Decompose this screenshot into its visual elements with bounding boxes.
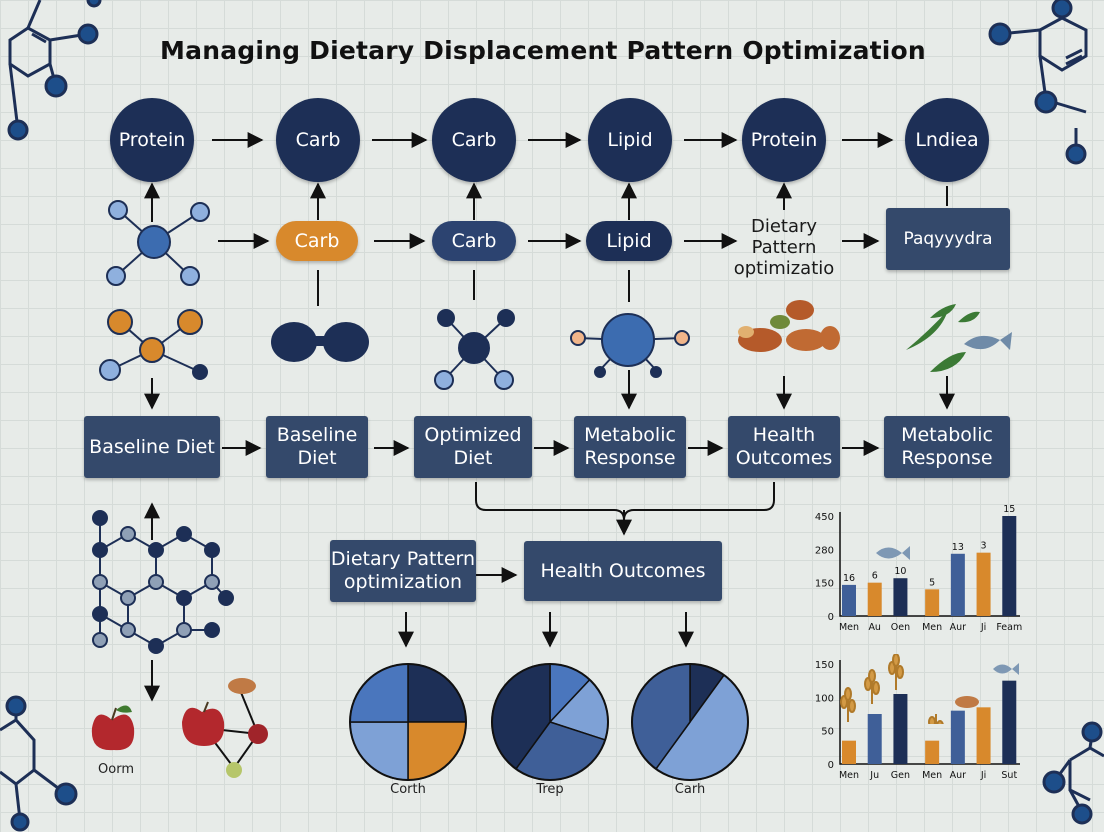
y-tick-label: 450: [815, 512, 834, 523]
pie-caption-1: Corth: [390, 782, 426, 797]
label-dietary-pattern-optimization: Dietary Pattern optimizatio: [733, 216, 835, 279]
x-tick-label: Ji: [980, 622, 986, 633]
y-tick-label: 150: [815, 660, 834, 671]
molecule-star-icon: [106, 200, 210, 286]
x-tick-label: Men: [922, 770, 942, 781]
bar-data-label: 13: [952, 542, 964, 553]
x-tick-label: Sut: [1001, 770, 1017, 781]
x-tick-label: Oen: [891, 622, 910, 633]
bar: [842, 584, 856, 616]
box-baseline-diet-1: Baseline Diet: [84, 416, 220, 478]
bar-data-label: 5: [929, 577, 935, 588]
box-health-outcomes: Health Outcomes: [728, 416, 840, 478]
bar: [893, 694, 908, 764]
box-dietary-pattern-optimization: Dietary Pattern optimization: [330, 540, 476, 602]
fish-icon-2: [993, 663, 1019, 675]
molecule-corner-top-right-icon: [988, 0, 1088, 165]
pie-outline: [491, 663, 609, 781]
box-metabolic-response-2: Metabolic Response: [884, 416, 1010, 478]
row3-arrows: [222, 440, 880, 583]
vertical-arrows: [144, 182, 955, 702]
pie-caption-2: Trep: [536, 782, 564, 797]
y-tick-label: 150: [815, 579, 834, 590]
bar: [867, 714, 882, 764]
food-network-icon: [182, 678, 268, 778]
pill-carb-orange: Carb: [276, 221, 358, 261]
molecule-orange-icon: [99, 309, 208, 381]
bar-data-label: 15: [1003, 504, 1015, 515]
y-tick-label: 0: [828, 760, 834, 771]
y-tick-label: 0: [828, 612, 834, 623]
molecule-cross-icon: [434, 309, 515, 390]
x-tick-label: Ju: [869, 770, 879, 781]
x-tick-label: Aur: [950, 622, 967, 633]
bar: [842, 740, 856, 764]
food-bits-icon: [955, 696, 979, 708]
box-baseline-diet-2: Baseline Diet: [266, 416, 368, 478]
x-tick-label: Feam: [996, 622, 1022, 633]
bar: [925, 740, 940, 764]
fish-icon: [876, 546, 910, 560]
wheat-icons: [840, 654, 944, 724]
bar: [867, 582, 882, 616]
bar-data-label: 10: [894, 566, 906, 577]
bar: [925, 589, 940, 616]
node-carb-2: Carb: [432, 98, 516, 182]
node-lipid: Lipid: [588, 98, 672, 182]
y-tick-label: 100: [815, 693, 834, 704]
box-optimized-diet: Optimized Diet: [414, 416, 532, 478]
food-herbs-fish-icon: [906, 304, 1012, 372]
page-title: Managing Dietary Displacement Pattern Op…: [160, 36, 926, 65]
box-paqyydra: Paqyyydra: [886, 208, 1010, 270]
food-caption: Oorm: [98, 762, 134, 777]
bar: [950, 710, 965, 764]
x-tick-label: Men: [839, 770, 859, 781]
node-protein-1: Protein: [110, 98, 194, 182]
pie-chart-2: [491, 663, 609, 781]
molecule-dumbbell-icon: [271, 322, 369, 362]
bar: [950, 553, 965, 616]
box-metabolic-response-1: Metabolic Response: [574, 416, 686, 478]
bar-data-label: 3: [981, 541, 987, 552]
apple-icon: [91, 705, 135, 751]
y-tick-label: 280: [815, 545, 834, 556]
box-health-outcomes-main: Health Outcomes: [524, 541, 722, 601]
molecule-corner-bottom-right-icon: [1042, 721, 1104, 825]
bar-data-label: 16: [843, 573, 855, 584]
molecule-corner-bottom-left-icon: [0, 695, 78, 832]
molecule-lattice-icon: [92, 510, 234, 654]
pill-carb-blue: Carb: [432, 221, 516, 261]
x-tick-label: Men: [839, 622, 859, 633]
node-lndiea: Lndiea: [905, 98, 989, 182]
bar: [976, 552, 991, 616]
pie-outline: [631, 663, 749, 781]
molecule-corner-top-left-icon: [7, 0, 102, 141]
x-tick-label: Gen: [891, 770, 910, 781]
molecule-sphere-icon: [570, 313, 690, 378]
pie-outline: [349, 663, 467, 781]
pie-chart-3: [631, 663, 749, 781]
pie-caption-3: Carh: [674, 782, 706, 797]
bar: [1002, 680, 1017, 764]
food-spices-icon: [738, 300, 840, 352]
node-carb-1: Carb: [276, 98, 360, 182]
bar-data-label: 6: [872, 571, 878, 582]
bar: [976, 707, 991, 764]
bar: [1002, 516, 1017, 616]
bar: [893, 578, 908, 616]
node-protein-2: Protein: [742, 98, 826, 182]
y-tick-label: 50: [821, 727, 834, 738]
pie-chart-1: [349, 663, 467, 781]
x-tick-label: Ji: [980, 770, 986, 781]
x-tick-label: Aur: [950, 770, 967, 781]
pill-lipid: Lipid: [586, 221, 672, 261]
x-tick-label: Au: [868, 622, 881, 633]
x-tick-label: Men: [922, 622, 942, 633]
